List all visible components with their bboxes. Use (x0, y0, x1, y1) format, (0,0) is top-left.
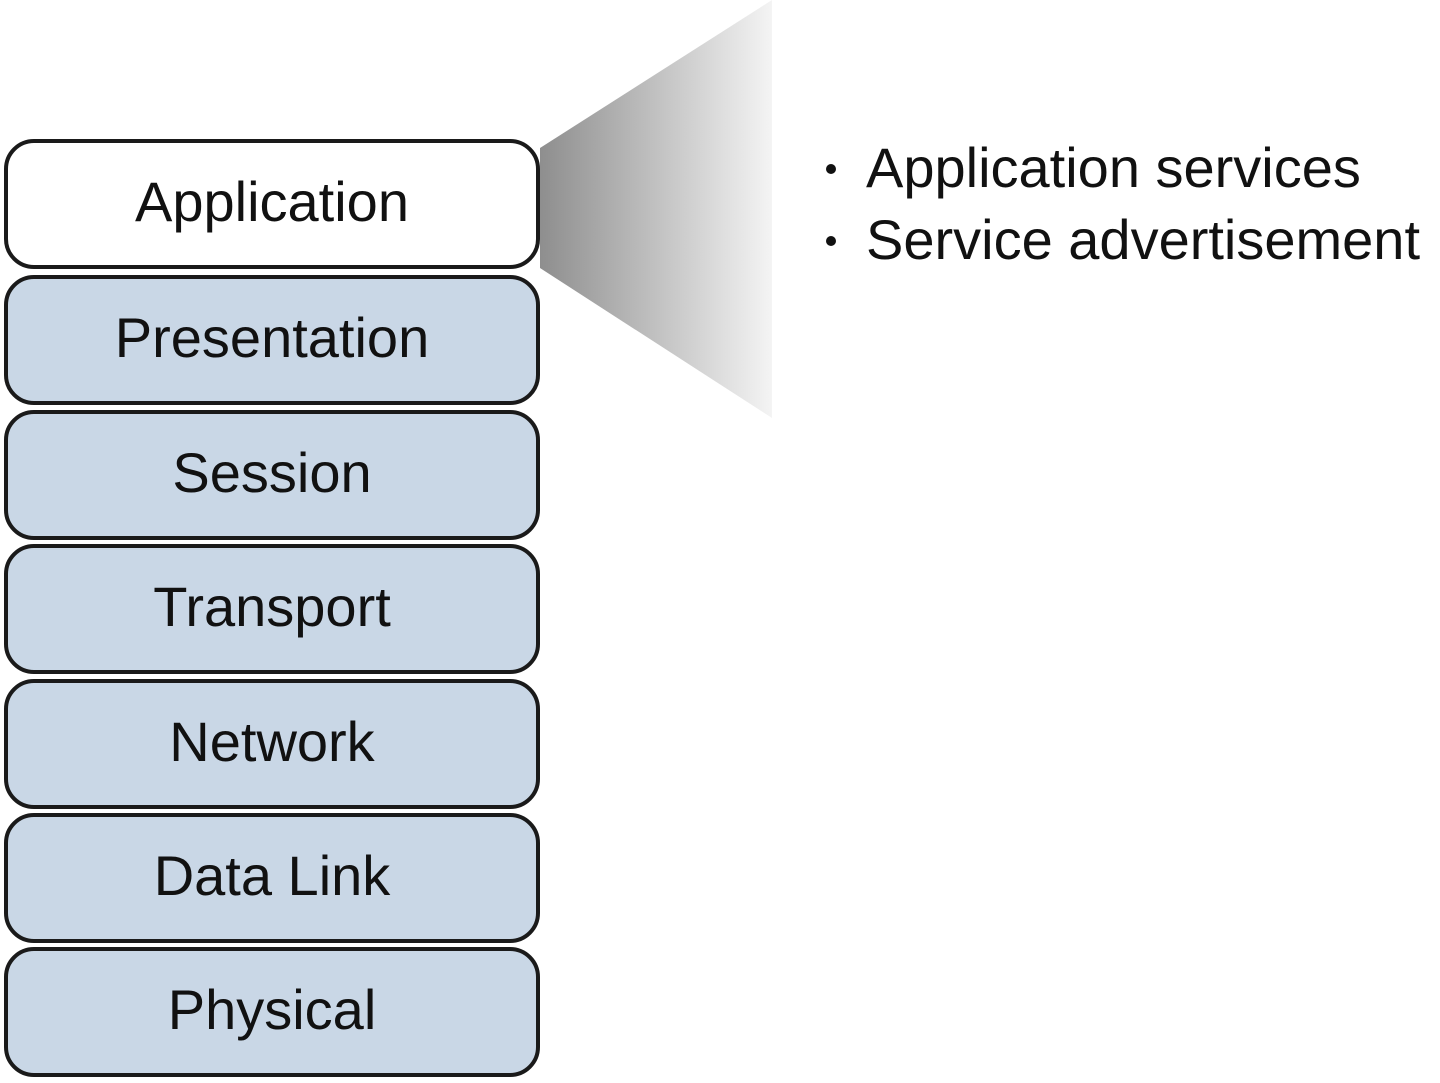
layer-label: Data Link (153, 843, 391, 907)
layer-label: Presentation (114, 305, 430, 369)
service-label: Application services (866, 136, 1361, 199)
callout-wedge-shape (540, 0, 772, 418)
layer-session: Session (4, 410, 540, 540)
list-item: Service advertisement (818, 204, 1420, 276)
layer-label: Application (135, 169, 409, 233)
layer-label: Session (172, 440, 372, 504)
layer-label: Network (169, 709, 375, 773)
layer-network: Network (4, 679, 540, 809)
bullet-icon (826, 236, 836, 246)
layer-application: Application (4, 139, 540, 269)
callout-list: Application services Service advertiseme… (818, 132, 1420, 276)
service-label: Service advertisement (866, 208, 1421, 271)
list-item: Application services (818, 132, 1420, 204)
bullet-icon (826, 164, 836, 174)
layer-label: Physical (167, 977, 377, 1041)
layer-physical: Physical (4, 947, 540, 1077)
layer-transport: Transport (4, 544, 540, 674)
layer-label: Transport (153, 574, 391, 638)
layer-data-link: Data Link (4, 813, 540, 943)
layer-presentation: Presentation (4, 275, 540, 405)
